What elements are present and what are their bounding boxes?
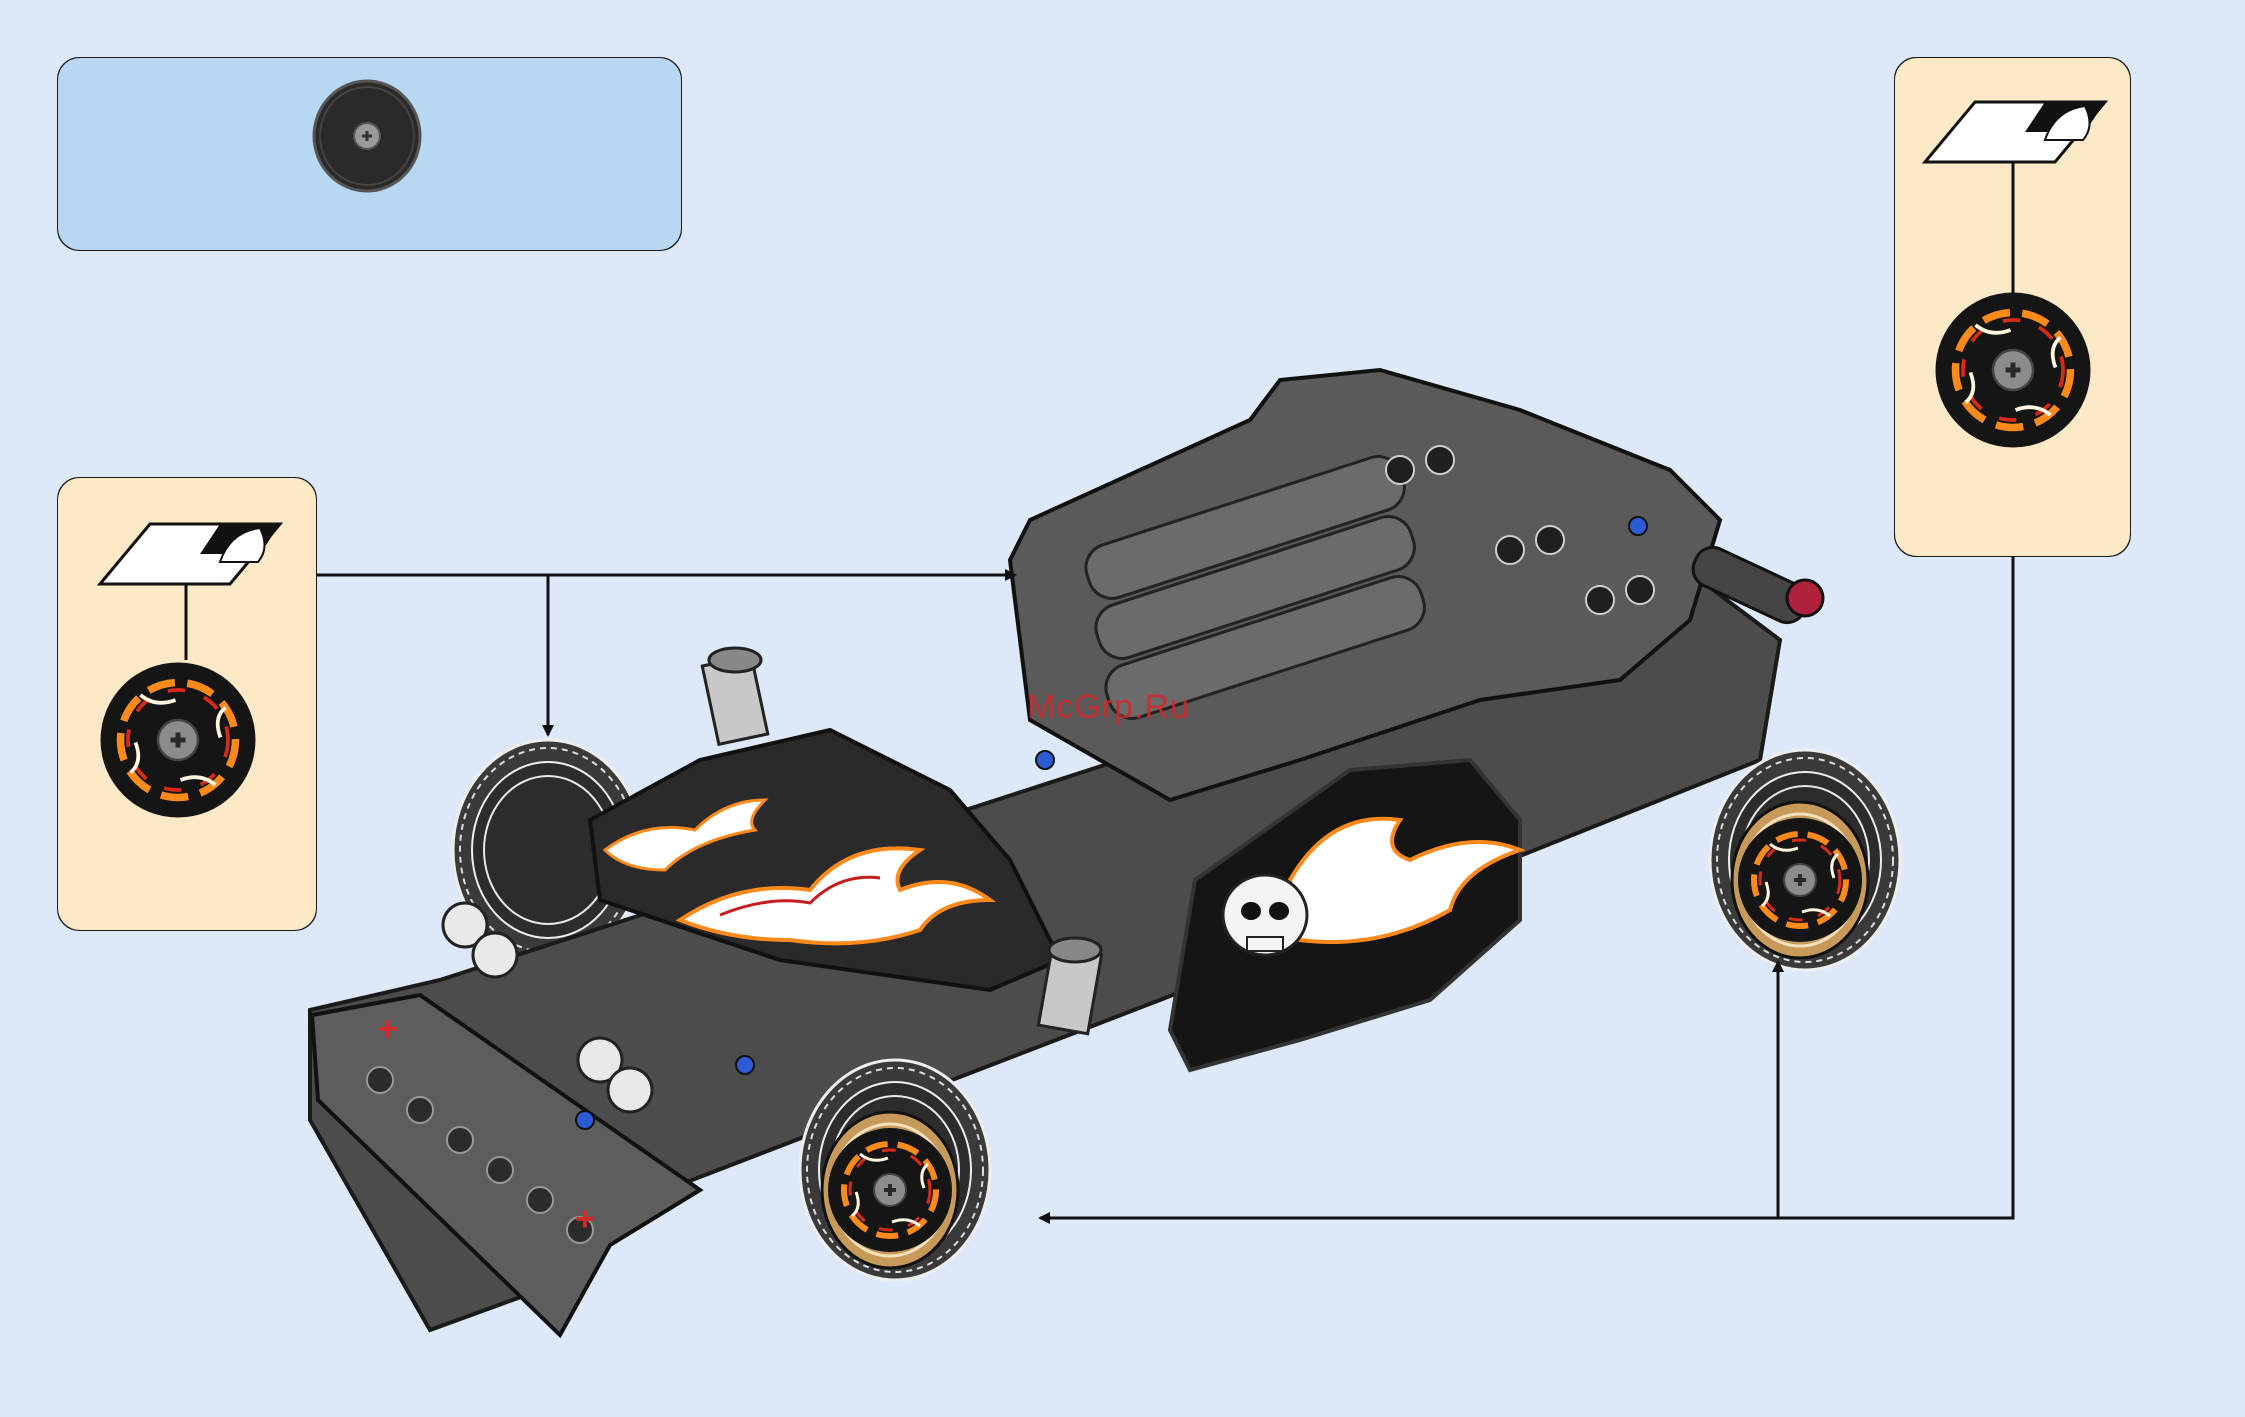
flame-disc-sticker-icon: [101, 663, 256, 818]
flame-disc-on-wheel-icon: [828, 1128, 952, 1252]
svg-text:+: +: [575, 1200, 595, 1238]
watermark-text: McGrp.Ru: [1027, 688, 1190, 727]
getaway-racer-model: + +: [310, 370, 1900, 1335]
svg-text:+: +: [378, 1010, 398, 1048]
skull-icon: [1223, 875, 1307, 955]
flame-disc-sticker-icon: [1936, 293, 2091, 448]
disc-icon: [314, 81, 420, 191]
flame-disc-on-wheel-icon: [1738, 818, 1862, 942]
